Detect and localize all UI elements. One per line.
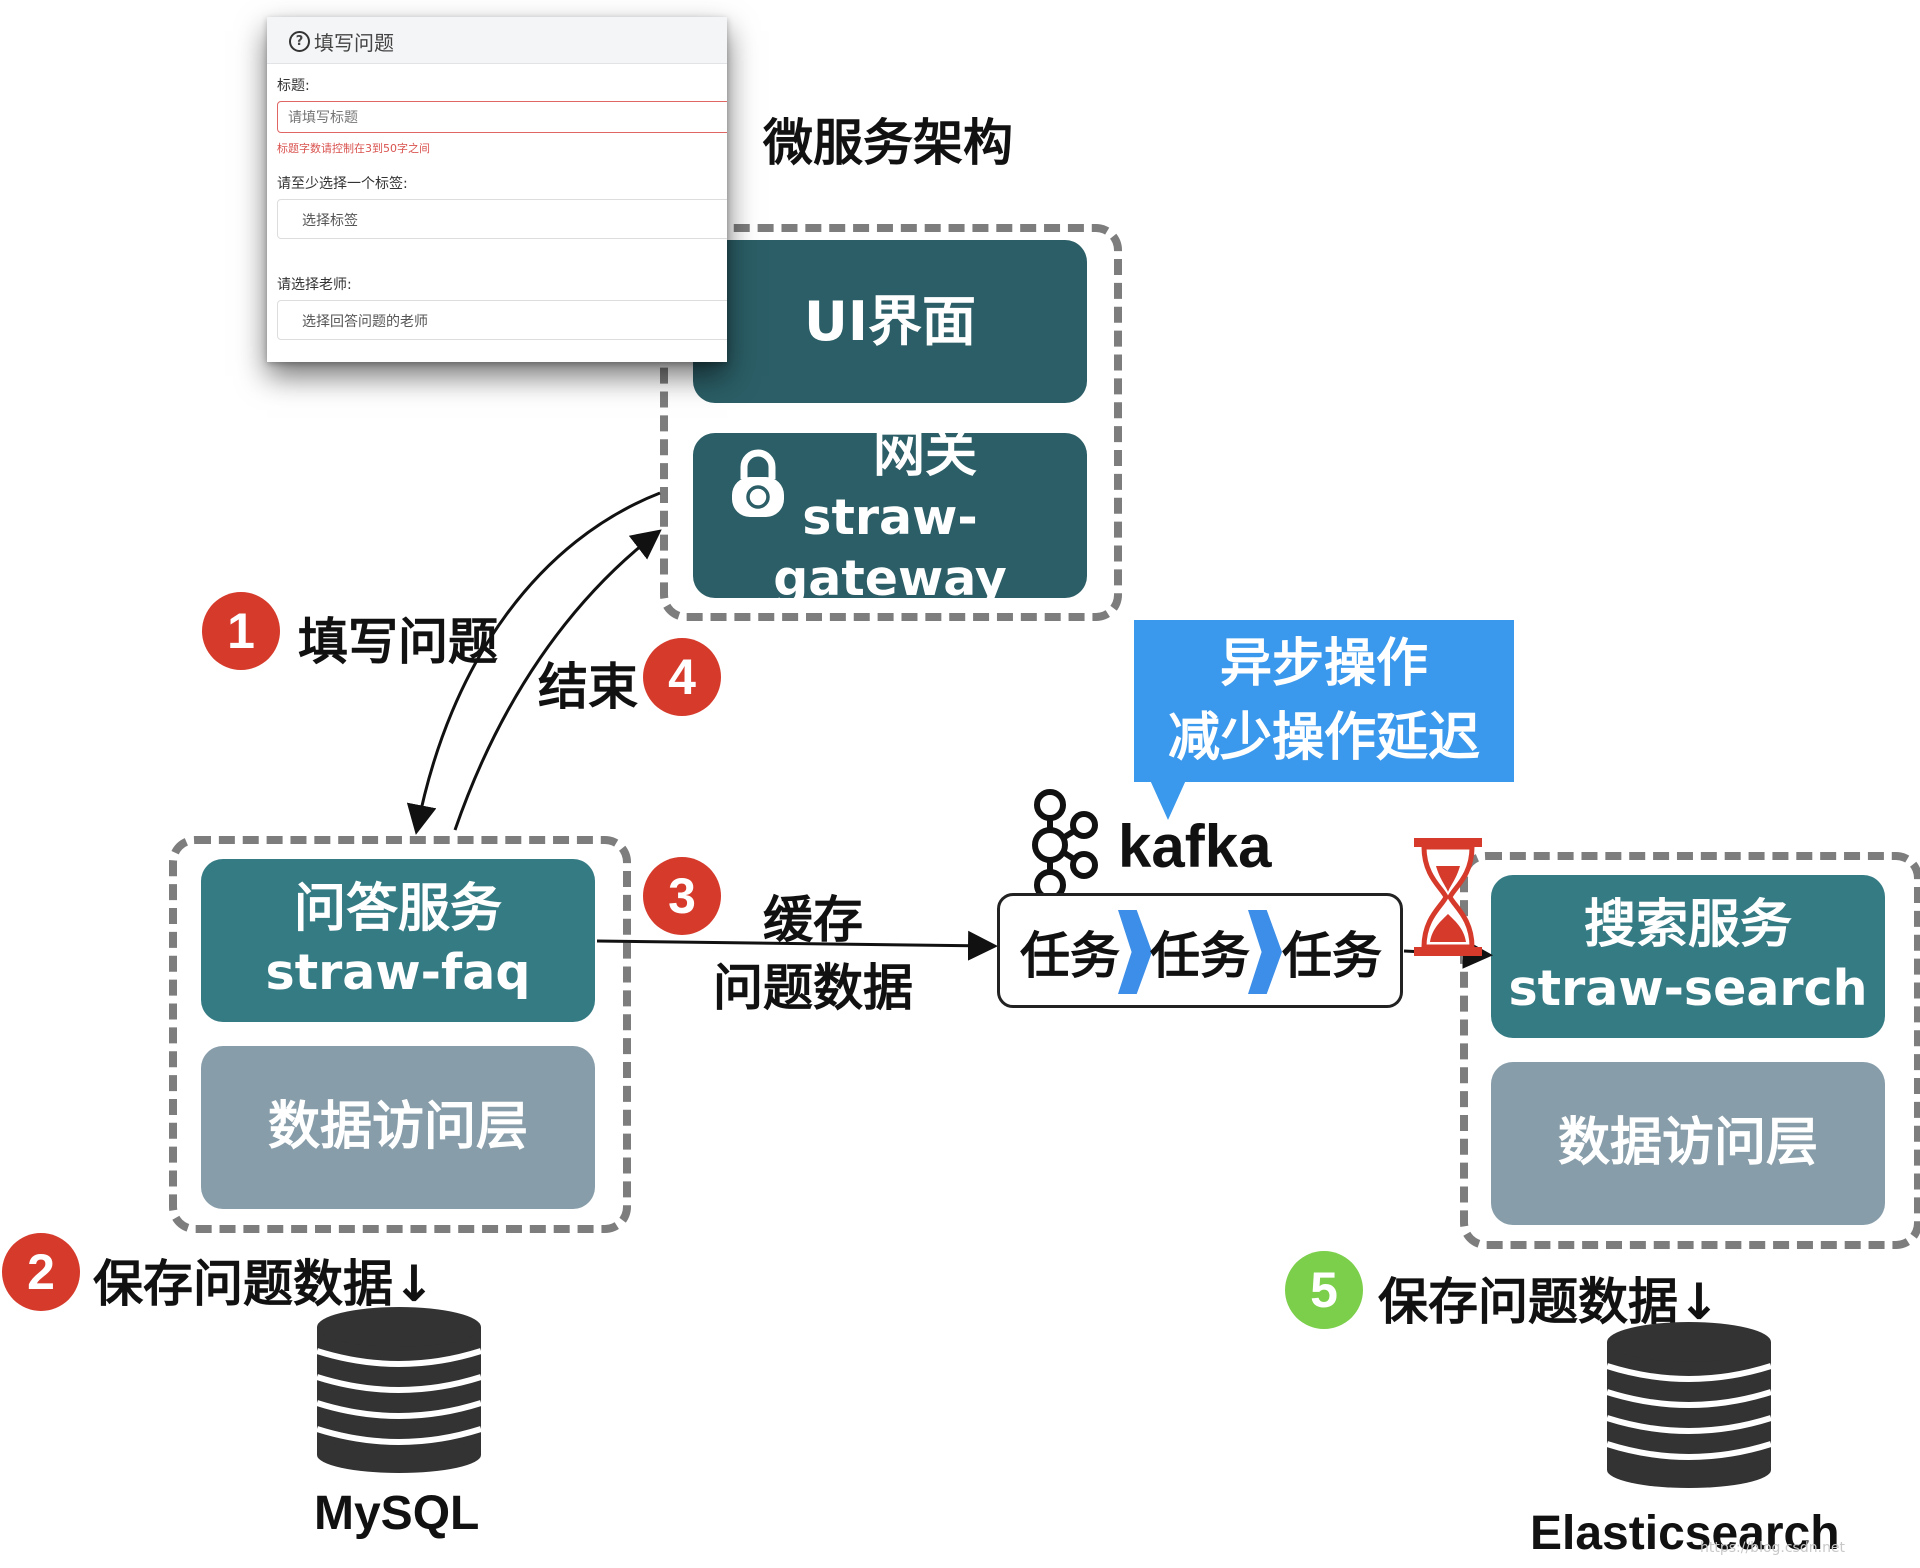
chevron-right-icon <box>1248 910 1282 994</box>
async-callout: 异步操作 减少操作延迟 <box>1134 620 1514 782</box>
kafka-logo-icon <box>1032 789 1098 901</box>
faq-service-box: 问答服务 straw-faq <box>201 859 595 1022</box>
arrow-faq-to-gateway <box>453 529 662 831</box>
question-circle-icon: ? <box>289 31 310 52</box>
search-service-label-1: 搜索服务 <box>1583 895 1792 956</box>
elasticsearch-label: Elasticsearch <box>1530 1507 1840 1560</box>
step-1-label: 填写问题 <box>298 613 498 671</box>
queue-task-1: 任务 <box>1020 927 1120 985</box>
tags-select[interactable]: 选择标签 <box>277 199 727 239</box>
step-2-label: 保存问题数据↓ <box>93 1255 435 1313</box>
step-3-label-2: 问题数据 <box>713 959 913 1017</box>
database-icon <box>1606 1322 1772 1488</box>
lock-icon <box>732 449 784 517</box>
gateway-box: 网关 straw-gateway <box>693 424 1087 607</box>
faq-group <box>169 836 631 1233</box>
tags-label: 请至少选择一个标签: <box>277 176 408 192</box>
search-dal-box: 数据访问层 <box>1491 1062 1885 1225</box>
callout-tail <box>1150 780 1186 820</box>
callout-line-2: 减少操作延迟 <box>1167 708 1480 768</box>
callout-line-1: 异步操作 <box>1219 634 1428 694</box>
search-group <box>1460 852 1920 1249</box>
step-3-badge: 3 <box>643 857 721 935</box>
title-error: 标题字数请控制在3到50字之间 <box>277 142 430 155</box>
gateway-box-label-1: 网关 <box>872 423 977 484</box>
chevron-right-icon <box>1118 910 1152 994</box>
step-4-label: 结束 <box>538 658 638 716</box>
step-5-label: 保存问题数据↓ <box>1378 1273 1720 1331</box>
step-4-badge: 4 <box>643 638 721 716</box>
faq-service-label-2: straw-faq <box>265 944 531 1002</box>
search-dal-label: 数据访问层 <box>1557 1113 1818 1173</box>
queue-task-2: 任务 <box>1150 927 1250 985</box>
kafka-queue: 任务 任务 任务 <box>997 893 1403 1008</box>
ui-box-label: UI界面 <box>804 289 976 353</box>
question-form-screenshot: ? 填写问题 标题: 标题字数请控制在3到50字之间 请至少选择一个标签: 选择… <box>267 17 727 362</box>
gateway-group <box>660 224 1122 621</box>
title-input[interactable] <box>277 101 727 133</box>
watermark: https://blog.csdn.net <box>1700 1540 1846 1556</box>
search-service-box: 搜索服务 straw-search <box>1491 875 1885 1038</box>
step-5-badge: 5 <box>1285 1251 1363 1329</box>
step-2-badge: 2 <box>2 1233 80 1311</box>
queue-task-3: 任务 <box>1282 927 1382 985</box>
faq-dal-label: 数据访问层 <box>267 1097 528 1157</box>
mysql-label: MySQL <box>314 1487 480 1540</box>
kafka-name: kafka <box>1118 813 1272 880</box>
arrow-gateway-to-faq <box>406 491 661 835</box>
arrow-faq-to-kafka <box>596 930 998 961</box>
gateway-box-label-2: straw-gateway <box>773 488 1007 607</box>
database-icon <box>316 1307 482 1473</box>
teacher-select[interactable]: 选择回答问题的老师 <box>277 300 727 340</box>
step-3-label-1: 缓存 <box>763 891 863 949</box>
faq-dal-box: 数据访问层 <box>201 1046 595 1209</box>
form-header-title: 填写问题 <box>314 31 394 55</box>
search-service-label-2: straw-search <box>1508 960 1868 1018</box>
hourglass-icon <box>1414 838 1482 956</box>
diagram-title: 微服务架构 <box>763 114 1013 172</box>
teacher-label: 请选择老师: <box>277 277 352 293</box>
title-label: 标题: <box>277 78 310 94</box>
step-1-badge: 1 <box>202 592 280 670</box>
form-header: ? 填写问题 <box>267 17 727 64</box>
ui-box: UI界面 <box>693 240 1087 403</box>
faq-service-label-1: 问答服务 <box>293 879 502 940</box>
